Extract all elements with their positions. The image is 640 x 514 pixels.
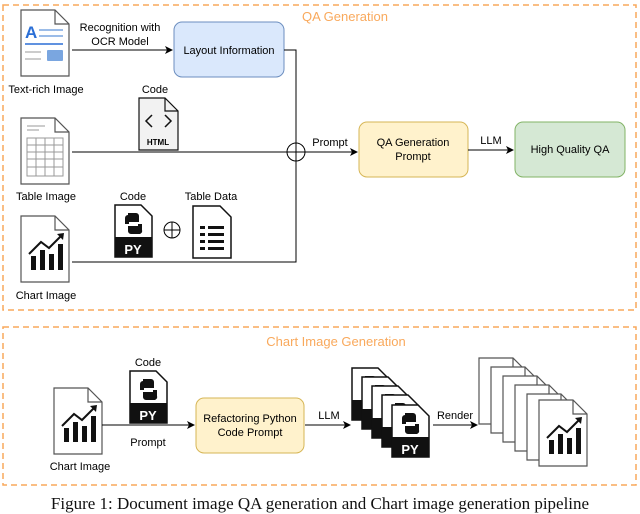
chart-section-title: Chart Image Generation — [266, 334, 405, 349]
table-image-icon — [20, 117, 70, 185]
qa-prompt-line2: Prompt — [395, 151, 430, 163]
source-chart-image-icon — [54, 388, 102, 454]
qa-generation-frame — [2, 4, 637, 311]
figure-caption: Figure 1: Document image QA generation a… — [50, 494, 590, 513]
qa-section-title: QA Generation — [302, 9, 388, 24]
ocr-label-line2: OCR Model — [91, 36, 148, 48]
table-data-label: Table Data — [185, 191, 238, 203]
code-label: Code — [135, 357, 161, 369]
text-rich-image-icon: A — [20, 9, 70, 77]
svg-text:PY: PY — [124, 242, 142, 257]
llm-label: LLM — [480, 135, 501, 147]
svg-text:PY: PY — [139, 408, 157, 423]
svg-text:HTML: HTML — [147, 138, 169, 147]
qa-prompt-line1: QA Generation — [377, 137, 450, 149]
prompt-label: Prompt — [312, 137, 347, 149]
high-quality-qa-label: High Quality QA — [531, 144, 611, 156]
generated-code-stack-icon: PY — [351, 367, 430, 458]
refactoring-prompt-box — [195, 397, 305, 454]
chart-image-icon — [21, 216, 69, 282]
qa-generation-prompt-box — [358, 121, 469, 178]
merge-plus-icon — [286, 142, 306, 162]
rendered-charts-stack-icon — [478, 357, 587, 466]
layout-information-label: Layout Information — [183, 45, 274, 57]
source-chart-label: Chart Image — [50, 461, 111, 473]
layout-connector — [284, 49, 297, 143]
svg-text:PY: PY — [401, 442, 419, 457]
python-file-icon: PY — [114, 204, 153, 258]
combine-plus-icon — [163, 221, 181, 239]
high-quality-qa-box — [514, 121, 626, 178]
llm-label-2: LLM — [318, 410, 339, 422]
py-code-label: Code — [120, 191, 146, 203]
python-code-icon: PY — [129, 370, 168, 424]
render-label: Render — [437, 410, 473, 422]
ocr-label-line1: Recognition with — [80, 22, 161, 34]
chart-connector — [72, 161, 297, 263]
svg-text:A: A — [25, 23, 37, 42]
refactor-line1: Refactoring Python — [203, 413, 297, 425]
text-rich-image-label: Text-rich Image — [8, 84, 83, 96]
html-code-label: Code — [142, 84, 168, 96]
table-image-label: Table Image — [16, 191, 76, 203]
prompt-label-2: Prompt — [130, 437, 165, 449]
chart-image-label: Chart Image — [16, 290, 77, 302]
table-data-icon — [192, 205, 232, 259]
html-file-icon: HTML — [138, 97, 179, 151]
chart-generation-frame — [2, 326, 637, 486]
refactor-line2: Code Prompt — [218, 427, 283, 439]
